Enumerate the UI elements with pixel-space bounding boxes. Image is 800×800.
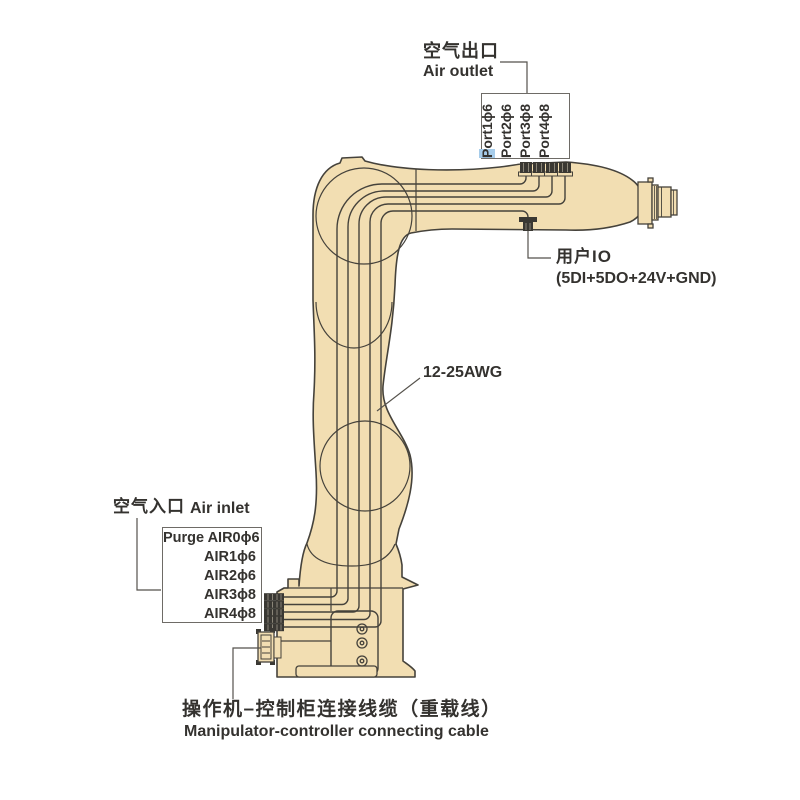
cable-5: [284, 210, 529, 628]
air-inlet-port-box: Purge AIR0ϕ6 AIR1ϕ6 AIR2ϕ6 AIR3ϕ8 AIR4ϕ8: [162, 527, 262, 623]
body-seam-lines: [277, 167, 417, 642]
air-inlet-fitting: [264, 616, 284, 624]
wire-gauge-leader: [376, 377, 421, 412]
panel-screw: [356, 623, 368, 667]
air-inlet-fitting: [264, 600, 284, 609]
shoulder-joint-seam: [315, 167, 413, 265]
air-outlet-port-box: [481, 93, 570, 159]
air-inlet-fitting: [264, 593, 284, 601]
leader-lines: [136, 61, 551, 699]
air-inlet-fitting: [264, 608, 284, 616]
air-inlet-leader: [136, 518, 161, 591]
internal-cables: [284, 174, 566, 628]
air-outlet-leader: [500, 61, 528, 93]
port-label-2: Port2ϕ6: [498, 103, 514, 158]
wire-gauge-label: 12-25AWG: [423, 364, 503, 381]
port-label-3: Port3ϕ8: [517, 103, 533, 158]
air-inlet-row: AIR4ϕ8: [204, 606, 256, 622]
air-outlet-fitting: [557, 162, 573, 177]
air-inlet-fittings: [264, 593, 284, 632]
base-foot-plate: [295, 665, 378, 678]
user-io-detail: (5DI+5DO+24V+GND): [556, 270, 717, 287]
heavy-cable-leader: [232, 647, 261, 699]
wrist-flange: [637, 177, 678, 229]
port-label-1: Port1ϕ6: [479, 103, 495, 158]
air-inlet-row: AIR1ϕ6: [204, 549, 256, 565]
air-inlet-fitting: [264, 623, 284, 632]
robot-body-silhouette: [276, 156, 644, 678]
air-inlet-row: Purge AIR0ϕ6: [163, 530, 260, 546]
air-outlet-fittings: [518, 162, 573, 177]
user-io-connector: [519, 217, 537, 231]
port-label-4: Port4ϕ8: [536, 103, 552, 158]
mid-arm-joint-seam: [315, 301, 393, 349]
connecting-cable-label-en: Manipulator-controller connecting cable: [184, 723, 489, 740]
air-inlet-row: AIR3ϕ8: [204, 587, 256, 603]
cable-2: [284, 174, 540, 606]
air-outlet-label-en: Air outlet: [423, 63, 494, 80]
user-io-label: 用户IO: [556, 247, 612, 266]
cable-4: [284, 174, 566, 621]
air-inlet-label-en: Air inlet: [190, 500, 250, 517]
cable-1: [284, 174, 527, 598]
connecting-cable-label-cn: 操作机–控制柜连接线缆（重载线）: [182, 699, 502, 720]
air-inlet-row: AIR2ϕ6: [204, 568, 256, 584]
air-inlet-label-cn: 空气入口: [113, 497, 185, 516]
heavy-cable-connector: [256, 628, 282, 665]
user-io-leader: [527, 231, 551, 259]
port-highlight: P: [479, 148, 495, 158]
lower-joint-seam: [319, 420, 411, 512]
air-outlet-label-cn: 空气出口: [423, 41, 499, 61]
cable-3: [284, 174, 553, 613]
